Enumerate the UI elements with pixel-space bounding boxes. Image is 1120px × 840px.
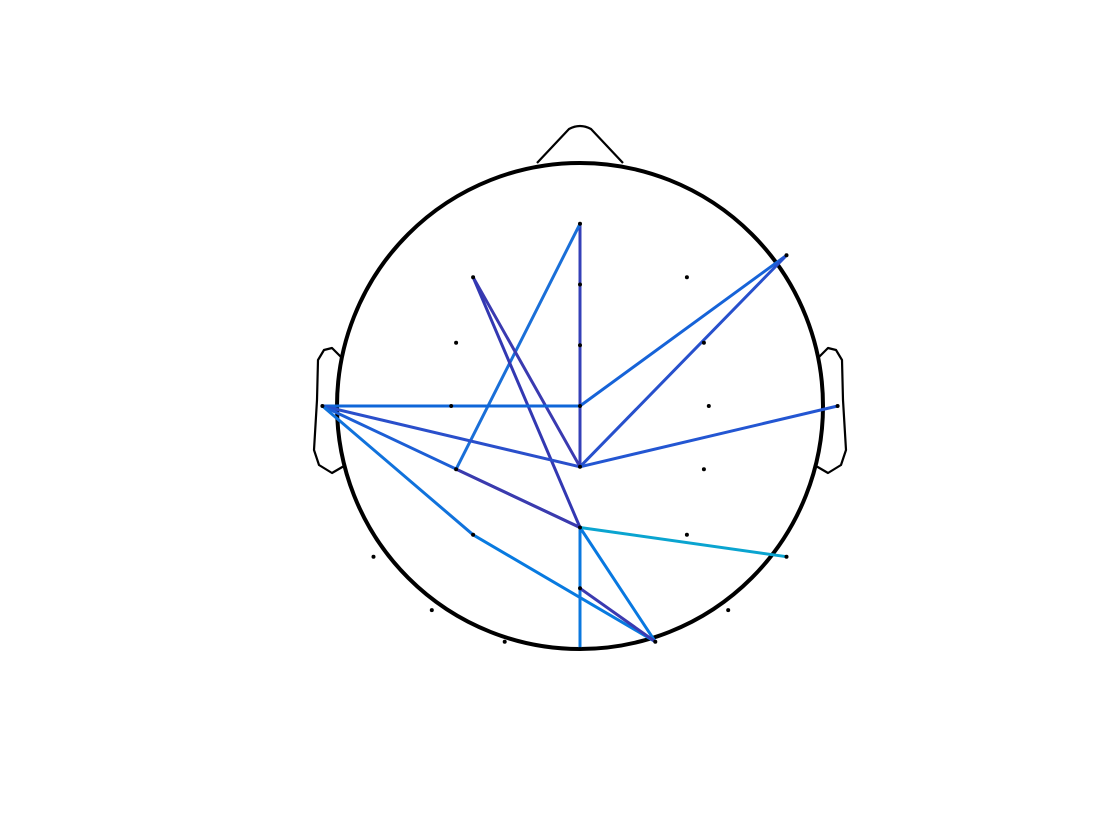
sensor-s2 xyxy=(578,221,582,226)
sensor-s22 xyxy=(784,554,789,559)
sensor-s9 xyxy=(578,343,582,348)
sensor-s11 xyxy=(449,404,454,408)
connection-line-s10-s16 xyxy=(320,404,582,469)
sensor-s28 xyxy=(578,647,582,651)
sensor-s1 xyxy=(578,161,582,165)
connection-line-s10-s18 xyxy=(320,404,475,537)
sensor-s14 xyxy=(835,404,840,408)
left-ear-outline xyxy=(312,346,345,475)
sensor-s6 xyxy=(578,282,582,287)
sensor-s16 xyxy=(578,464,582,469)
sensor-s13 xyxy=(706,404,711,408)
connection-line-s25-s27 xyxy=(578,586,657,644)
sensor-s25 xyxy=(578,586,582,591)
sensor-s12 xyxy=(578,404,582,408)
sensor-s15 xyxy=(454,467,459,472)
sensor-s23 xyxy=(429,608,434,613)
sensor-s10 xyxy=(320,404,325,408)
sensor-s3 xyxy=(471,275,476,280)
connection-line-s19-s27 xyxy=(578,526,657,644)
connection-line-s19-s22 xyxy=(578,526,788,559)
sensor-layer xyxy=(320,161,840,651)
sensor-s27 xyxy=(653,639,658,644)
sensor-s26 xyxy=(502,639,507,644)
sensor-s19 xyxy=(578,525,582,530)
sensor-s21 xyxy=(371,554,376,559)
right-ear-outline xyxy=(815,346,848,475)
sensor-s18 xyxy=(471,532,476,537)
connection-line-s18-s27 xyxy=(471,533,657,644)
connection-line-s2-s15 xyxy=(454,222,582,471)
sensor-s7 xyxy=(454,340,459,345)
connection-layer xyxy=(320,222,840,651)
sensor-s20 xyxy=(684,532,689,537)
connection-line-s15-s19 xyxy=(454,467,582,529)
sensor-s4 xyxy=(684,275,689,280)
sensor-s17 xyxy=(701,467,706,472)
connection-line-s5-s16 xyxy=(578,253,788,469)
nose-outline xyxy=(536,124,624,164)
connection-line-s3-s19 xyxy=(471,275,582,529)
connection-line-s3-s16 xyxy=(471,275,582,469)
sensor-s5 xyxy=(784,253,789,258)
connection-line-s5-s12 xyxy=(578,253,788,408)
sensor-s8 xyxy=(701,340,706,345)
connection-line-s14-s16 xyxy=(578,404,840,469)
sensor-s24 xyxy=(726,608,731,613)
